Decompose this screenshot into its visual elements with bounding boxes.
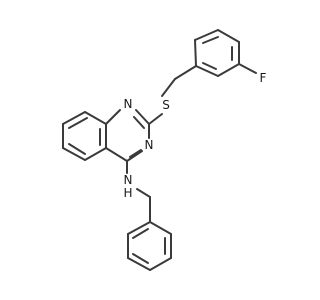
molecule-diagram: F S N N N H [62, 29, 267, 271]
atom-labels: F S N N N H [123, 71, 266, 200]
sulfur-label: S [162, 98, 170, 112]
fluorine-label: F [260, 71, 267, 85]
amine-nitrogen-label: N [124, 173, 133, 187]
bonds [62, 29, 257, 271]
nitrogen-top-label: N [124, 97, 133, 111]
amine-hydrogen-label: H [123, 186, 132, 200]
nitrogen-right-label: N [145, 138, 154, 152]
